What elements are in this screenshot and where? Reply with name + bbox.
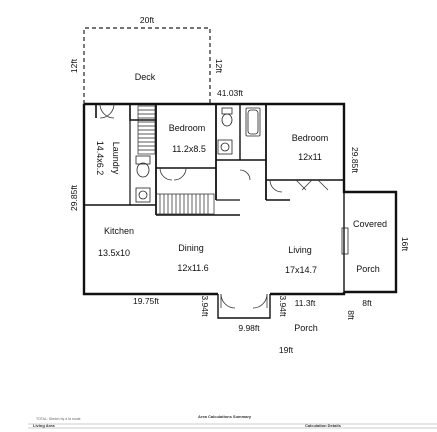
footer: TOTAL: Sketch by a la mode Area Calculat…: [28, 414, 437, 429]
bath-fixtures: [135, 107, 349, 255]
deck-right-dim: 12ft: [214, 59, 224, 74]
footer-calc-details: Calculation Details: [305, 423, 342, 428]
left-height-dim: 29.85ft: [69, 184, 79, 211]
laundry-size: 14.4x6.2: [95, 141, 105, 176]
dining-label: Dining: [178, 243, 204, 253]
bedroom2-size: 12x11: [298, 152, 322, 162]
living-label: Living: [288, 245, 312, 255]
dimension-labels: 20ft 12ft 12ft 41.03ft 29.85ft 29.85ft 1…: [69, 15, 410, 355]
deck-label: Deck: [135, 72, 156, 82]
total-bottom-dim: 19ft: [279, 345, 294, 355]
covered-porch-label: Porch: [356, 264, 380, 274]
footer-title: Area Calculations Summary: [198, 414, 252, 419]
living-size: 17x14.7: [285, 265, 317, 275]
footer-living-area: Living Area: [33, 423, 55, 428]
covered-bottom-dim: 8ft: [346, 310, 356, 320]
bedroom1-label: Bedroom: [169, 123, 206, 133]
bottom-left-dim: 19.75ft: [133, 296, 160, 306]
top-width-dim: 41.03ft: [217, 88, 244, 98]
stairs: [137, 105, 215, 215]
covered-width-dim: 8ft: [362, 298, 372, 308]
porch-right-depth-dim: 3.94ft: [278, 295, 288, 317]
dining-size: 12x11.6: [177, 263, 208, 273]
bedroom1-size: 11.2x8.5: [172, 144, 206, 154]
porch-label: Porch: [294, 323, 318, 333]
exterior-walls: [82, 102, 398, 319]
kitchen-label: Kitchen: [104, 226, 134, 236]
right-height-dim: 29.85ft: [350, 147, 360, 174]
deck-outline: [83, 27, 211, 104]
footer-note: TOTAL: Sketch by a la mode: [36, 417, 81, 421]
deck-width-dim: 20ft: [140, 15, 155, 25]
covered-height-dim: 16ft: [400, 237, 410, 252]
porch-width: 9.98ft: [238, 323, 260, 333]
porch-right-width-dim: 11.3ft: [295, 298, 316, 308]
covered-label: Covered: [353, 219, 387, 229]
kitchen-size: 13.5x10: [98, 248, 130, 258]
porch-left-depth-dim: 3.94ft: [200, 295, 210, 317]
deck-left-dim: 12ft: [69, 58, 79, 73]
laundry-label: Laundry: [111, 142, 121, 175]
room-labels: Deck Bedroom 11.2x8.5 Bedroom 12x11 Laun…: [95, 72, 387, 333]
bedroom2-label: Bedroom: [292, 133, 329, 143]
door-swings: [99, 103, 329, 193]
